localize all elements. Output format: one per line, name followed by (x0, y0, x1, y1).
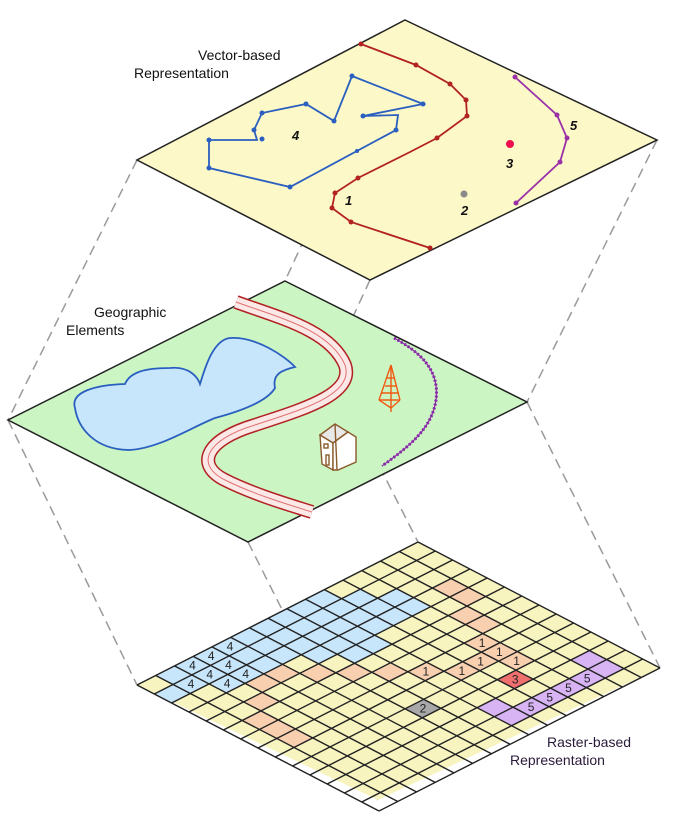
vector-feature-label-1: 1 (345, 193, 352, 208)
raster-cell-label: 4 (227, 640, 234, 654)
raster-cell-label: 4 (208, 649, 215, 663)
raster-grid (136, 541, 661, 812)
raster-cell-label: 4 (224, 677, 231, 691)
vector-point-house (460, 190, 468, 198)
road-shape (201, 295, 354, 519)
raster-cell-label: 3 (512, 672, 519, 686)
raster-cell-label: 4 (188, 677, 195, 691)
raster-cell-label: 4 (242, 667, 249, 681)
vector-plane (135, 19, 659, 281)
raster-cell-label: 5 (546, 690, 553, 704)
vector-point-tower (506, 140, 514, 148)
geo-title-line2: Elements (66, 322, 125, 338)
raster-title-line1: Raster-based (547, 734, 632, 750)
raster-layer-title: Raster-based Representation (510, 733, 631, 769)
raster-cell-label: 4 (206, 668, 213, 682)
vector-feature-label-3: 3 (506, 156, 514, 171)
raster-cell-label: 2 (420, 702, 427, 716)
vector-feature-label-4: 4 (291, 128, 300, 143)
geo-title-line1: Geographic (94, 304, 167, 320)
vector-title-line1: Vector-based (198, 47, 281, 63)
raster-cell-label: 1 (459, 664, 466, 678)
lake-shape (73, 337, 297, 451)
raster-cell-label: 5 (584, 671, 591, 685)
raster-cell-label: 4 (189, 659, 196, 673)
tower-icon (378, 364, 401, 412)
raster-cell-label: 5 (528, 700, 535, 714)
raster-cell-label: 4 (225, 658, 232, 672)
vector-layer: 1 2 3 4 5 (135, 19, 659, 281)
geographic-layer-title: Geographic Elements (66, 303, 166, 339)
vector-polygon-lake (208, 75, 427, 188)
geographic-layer (6, 280, 529, 543)
raster-cell-label: 1 (513, 654, 520, 668)
vector-line-road (331, 43, 468, 249)
vector-feature-label-2: 2 (460, 203, 469, 218)
house-icon (318, 423, 357, 472)
vector-layer-title: Vector-based Representation (134, 46, 281, 82)
vector-feature-label-5: 5 (570, 118, 578, 133)
raster-cell-label: 5 (565, 681, 572, 695)
raster-cell-label: 1 (423, 664, 430, 678)
raster-cell-label: 1 (477, 654, 484, 668)
raster-title-line2: Representation (510, 752, 605, 768)
raster-cell-label: 1 (496, 645, 503, 659)
vector-title-line2: Representation (134, 65, 229, 81)
geographic-plane (6, 280, 529, 543)
raster-cell-label: 1 (479, 636, 486, 650)
